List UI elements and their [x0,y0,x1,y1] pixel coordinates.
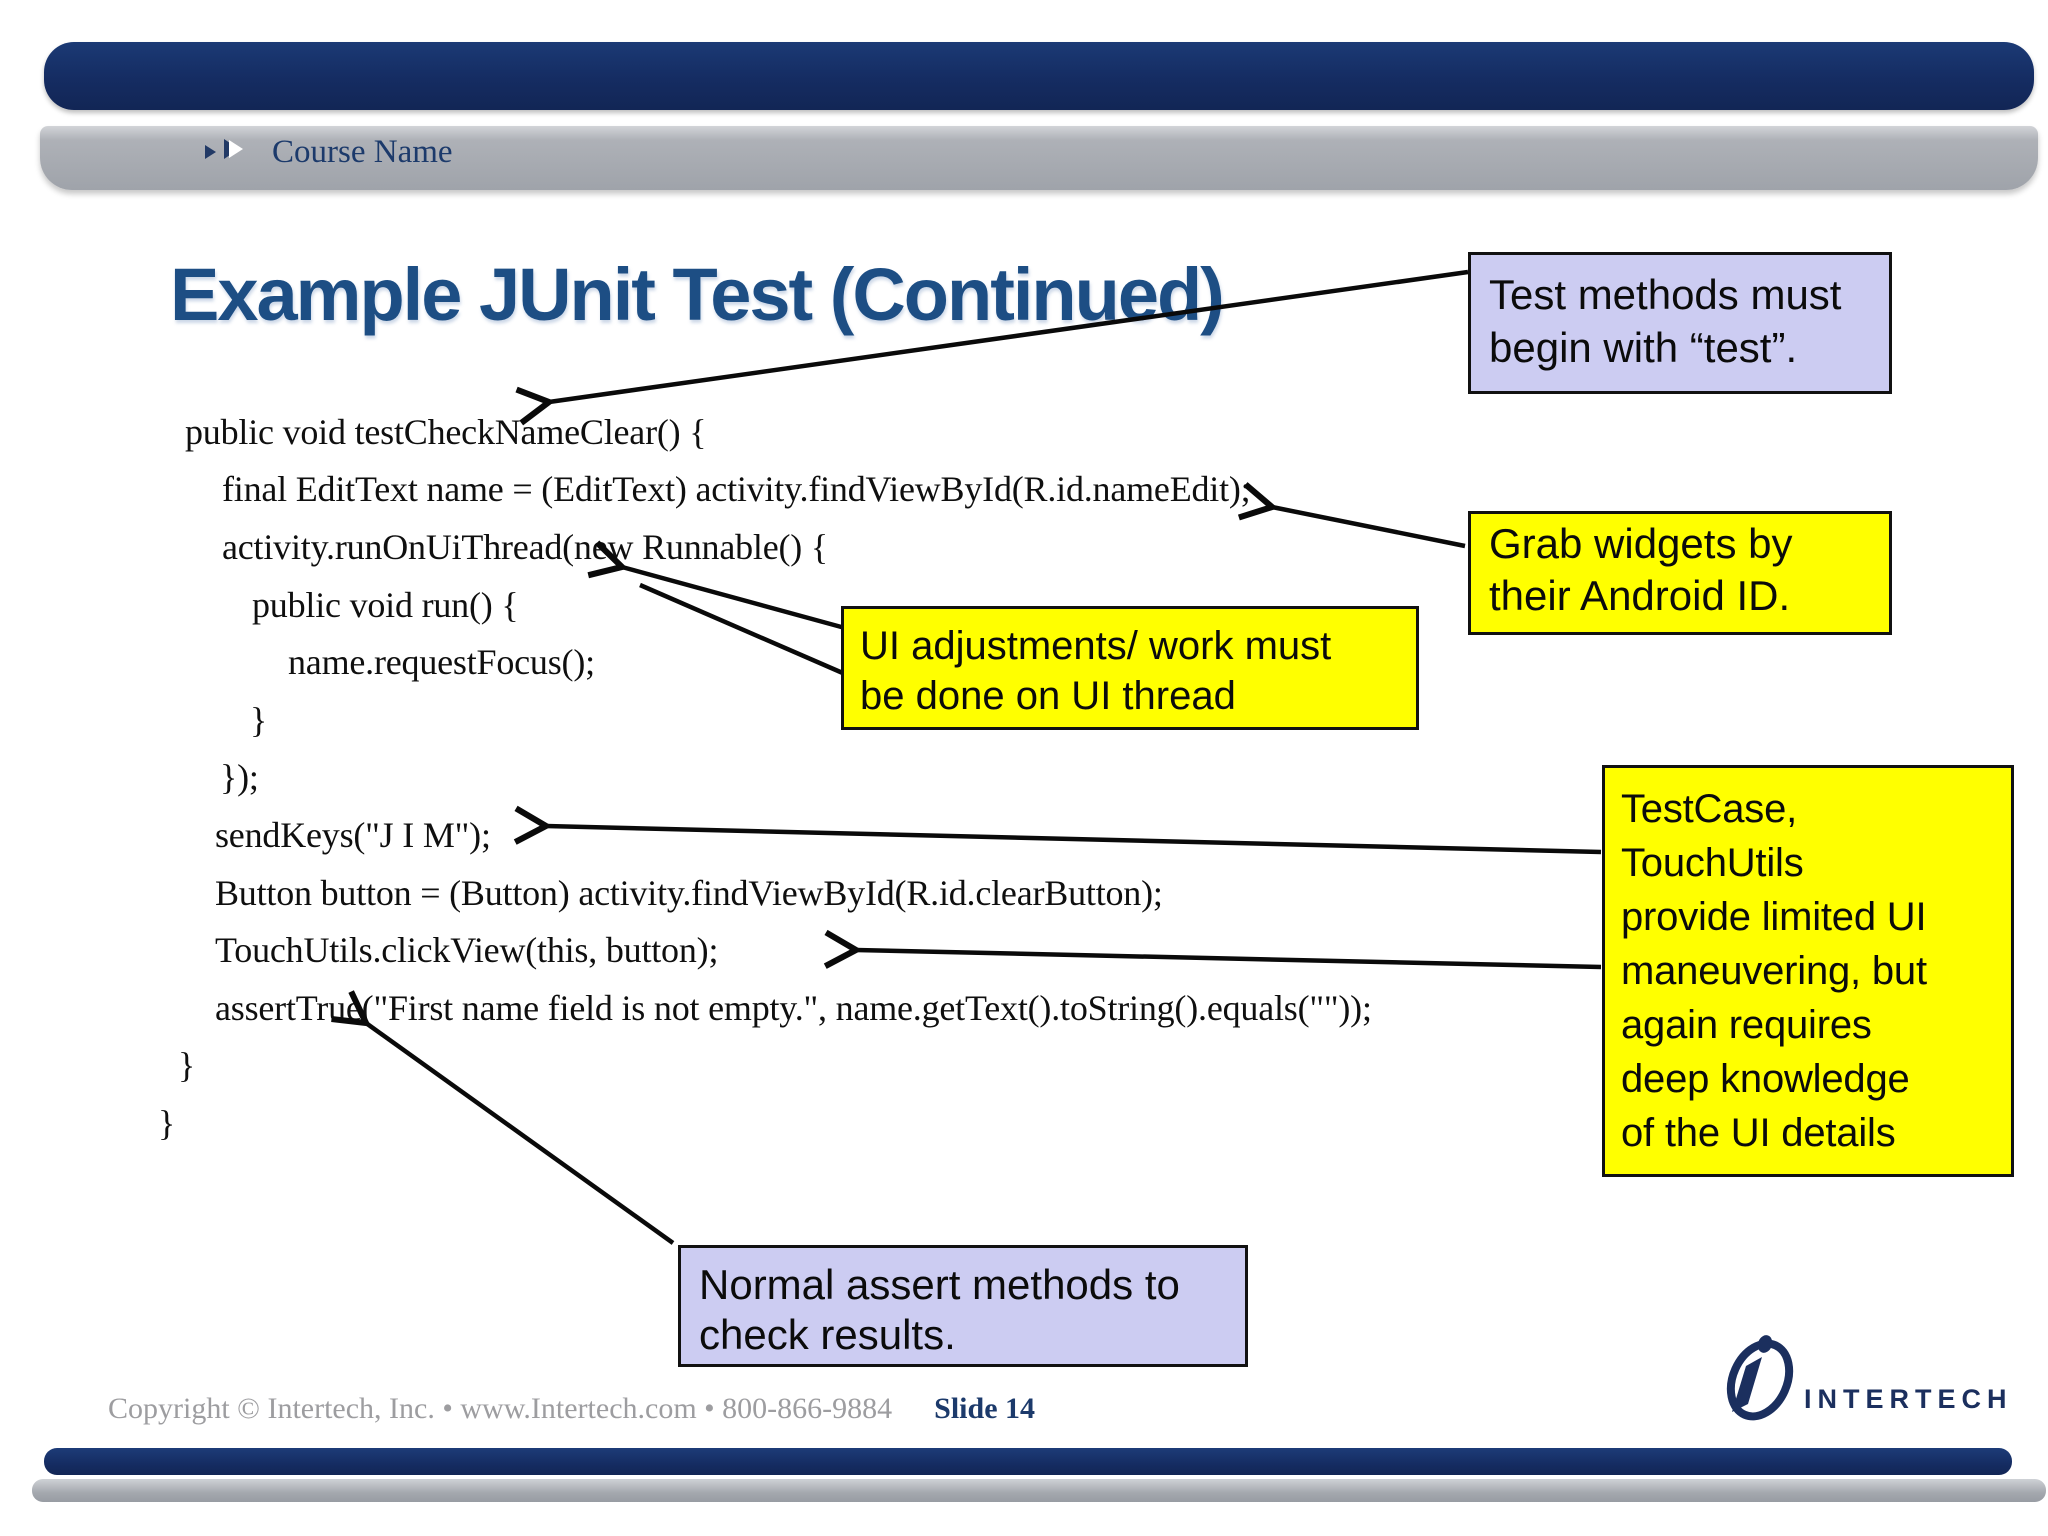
footer: Copyright © Intertech, Inc. • www.Intert… [108,1392,1035,1426]
code-line: TouchUtils.clickView(this, button); [215,930,719,971]
intertech-swoosh-icon [1726,1335,1794,1421]
code-block: public void testCheckNameClear() { final … [0,403,1700,1152]
code-line: }); [220,757,259,798]
callout-grab-widgets-text: Grab widgets by their Android ID. [1489,520,1793,619]
header-gray-bar [40,126,2038,190]
code-line: activity.runOnUiThread(new Runnable() { [222,526,828,567]
callout-test-methods: Test methods must begin with “test”. [1468,252,1892,394]
code-line: sendKeys("J I M"); [215,814,491,855]
callout-ui-thread: UI adjustments/ work must be done on UI … [841,606,1419,730]
code-line: final EditText name = (EditText) activit… [222,469,1251,510]
header-navy-bar [44,42,2034,110]
chevron-right-icon [229,140,243,158]
callout-assert-methods: Normal assert methods to check results. [678,1245,1248,1367]
logo-wordmark: INTERTECH [1804,1384,2013,1414]
intertech-logo: INTERTECH [1726,1335,2013,1421]
code-line: } [178,1045,196,1086]
chevron-right-icon [205,145,216,159]
code-line: } [250,699,268,740]
code-line: public void run() { [252,584,519,625]
copyright-text: Copyright © Intertech, Inc. • www.Intert… [108,1392,893,1425]
code-line: name.requestFocus(); [288,642,595,683]
code-line: } [158,1102,176,1143]
callout-grab-widgets: Grab widgets by their Android ID. [1468,511,1892,635]
course-name-label: Course Name [272,134,453,170]
footer-navy-bar [44,1448,2012,1475]
footer-gray-bar [32,1479,2046,1502]
callout-testcase: TestCase, TouchUtils provide limited UI … [1602,765,2014,1177]
code-line: Button button = (Button) activity.findVi… [215,872,1163,913]
code-line: assertTrue("First name field is not empt… [215,987,1372,1028]
code-line: public void testCheckNameClear() { [185,411,707,452]
page-title: Example JUnit Test (Continued) [170,253,1225,336]
slide-number: Slide 14 [934,1392,1036,1425]
